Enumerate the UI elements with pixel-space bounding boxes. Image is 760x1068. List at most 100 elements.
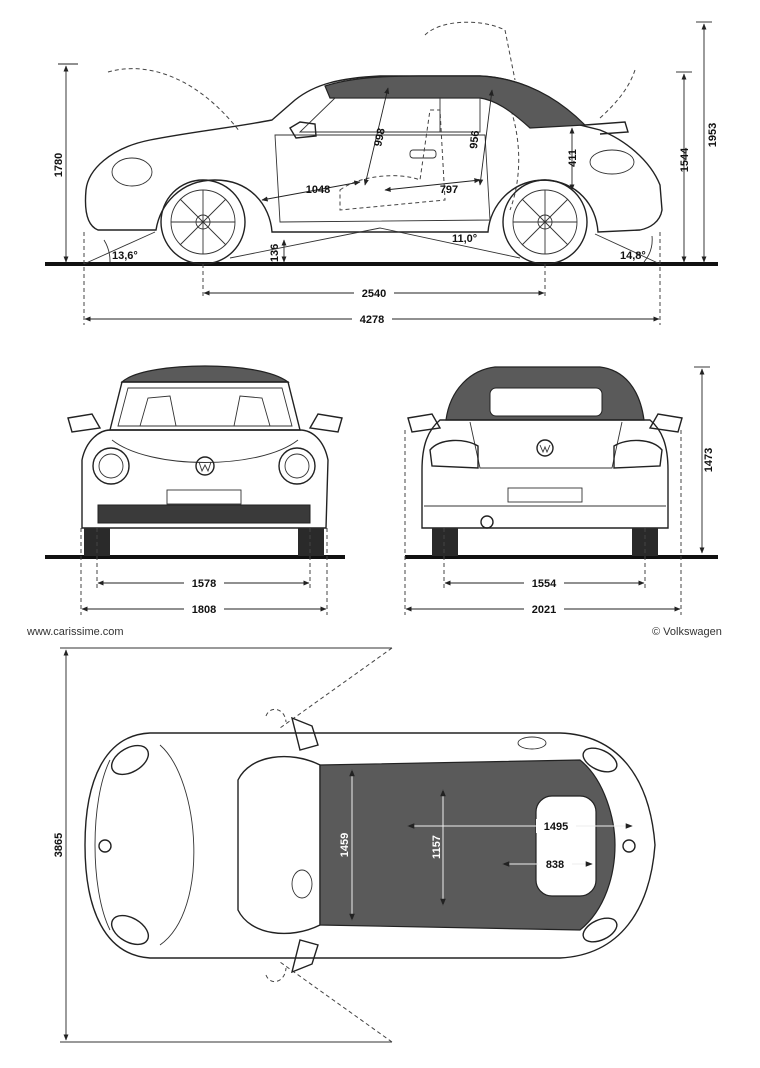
fuel-cap-top: [517, 736, 547, 750]
dim-width: 1808: [192, 604, 216, 616]
rear-tire-left: [432, 528, 458, 556]
dim-height-open: 1953: [707, 123, 719, 147]
dim-top-length: 3865: [53, 833, 65, 857]
open-trunk-outline: [599, 69, 636, 119]
front-seat-left: [139, 395, 177, 427]
open-door-outline: [499, 84, 520, 211]
dim-front-legroom: 1048: [306, 184, 330, 196]
label-bg: [524, 576, 564, 590]
open-door-arc-bottom: [279, 961, 393, 1043]
front-wheel: [160, 179, 246, 265]
approach-angle-arc: [103, 239, 111, 263]
rear-view: 1473 1554 2021: [404, 366, 718, 616]
side-view: 1780 1953 1544 998 956 1048 797 411 136 …: [45, 21, 719, 326]
car-body-front: [81, 429, 329, 529]
dim-ground-clearance: 136: [269, 244, 281, 262]
front-seat-right: [233, 395, 271, 427]
dim-rear-headroom: 956: [468, 130, 482, 150]
label-bg: [524, 602, 564, 616]
headlight-top-left: [110, 744, 150, 776]
mirror-top-left: [290, 716, 319, 751]
dim-length: 4278: [360, 314, 384, 326]
front-view: 1578 1808: [45, 365, 345, 616]
open-roof-outline: [424, 21, 516, 81]
taillight-top-left: [582, 747, 618, 773]
ramp-line-2: [379, 227, 521, 259]
windshield-frame: [109, 381, 301, 431]
front-grille: [97, 504, 311, 524]
soft-top-side: [324, 75, 587, 129]
dim-rear-height-value: 1473: [703, 448, 715, 472]
license-plate-rear: [507, 487, 583, 503]
vw-logo-icon: [195, 456, 215, 476]
trunk-lid: [469, 421, 623, 469]
taillight-side: [589, 149, 635, 175]
mirror-top-right: [290, 939, 319, 974]
open-hood-outline: [107, 68, 241, 133]
dim-rear-height: 1544: [679, 147, 691, 172]
label-bg: [352, 312, 392, 326]
departure-angle-line: [594, 233, 661, 265]
dim-width-mirrors: 2021: [532, 604, 556, 616]
dim-rear-legroom-line: [384, 178, 481, 192]
source-credit: www.carissime.com: [27, 626, 124, 638]
hood-line: [111, 439, 299, 463]
mirror-left: [67, 413, 102, 433]
headlight-left-inner: [98, 453, 124, 479]
car-body-rear: [421, 419, 669, 529]
rear-logo-top: [622, 839, 636, 853]
door-hinge-bottom: [265, 967, 287, 983]
dim-approach-angle: 13,6°: [112, 250, 138, 262]
vw-logo-icon: [536, 439, 554, 457]
dim-rear-legroom: 797: [440, 184, 458, 196]
taillight-left: [429, 439, 479, 469]
dim-departure-angle: 14,8°: [620, 250, 646, 262]
seat-outline: [339, 109, 446, 211]
approach-angle-line: [83, 231, 156, 265]
steering-wheel: [291, 869, 313, 899]
headlight-left: [92, 447, 130, 485]
mirror-side: [289, 121, 317, 139]
car-body-top: [84, 732, 656, 959]
vw-logo-icon: [98, 839, 112, 853]
label-bg: [184, 576, 224, 590]
label-bg: [184, 602, 224, 616]
taillight-top-right: [582, 917, 618, 943]
label-bg: [536, 819, 576, 833]
headlight-top-right: [110, 914, 150, 946]
dim-front-interior-width: 1459: [339, 833, 351, 857]
dim-front-headroom-line: [363, 87, 390, 186]
dim-front-track: 1578: [192, 578, 216, 590]
windshield: [117, 387, 293, 427]
label-bg: [538, 857, 572, 871]
taillight-right: [613, 439, 663, 469]
soft-top-front: [120, 365, 290, 383]
top-view: 3865 1459 1157 1495 838: [53, 647, 656, 1043]
rear-window: [489, 387, 603, 417]
headlight-side: [111, 157, 153, 187]
label-bg: [354, 286, 394, 300]
dim-rear-shoulder-width: 1495: [544, 821, 568, 833]
dim-trunk-width: 838: [546, 859, 564, 871]
door-hinge-top: [265, 708, 287, 723]
dim-trunk-height: 411: [567, 149, 579, 167]
windshield-top: [237, 755, 321, 935]
dim-front-legroom-line: [261, 180, 361, 202]
license-plate-front: [166, 489, 242, 505]
front-bumper-top: [94, 759, 111, 931]
car-body-side: [84, 75, 663, 233]
rear-mirror-left: [407, 413, 442, 433]
ramp-line-1: [229, 227, 381, 259]
dim-rear-headroom-line: [478, 89, 494, 186]
rear-mirror-right: [648, 413, 683, 433]
open-door-arc-top: [279, 647, 393, 729]
copyright-credit: © Volkswagen: [652, 626, 722, 638]
headlight-right-inner: [284, 453, 310, 479]
dim-rear-interior-width: 1157: [431, 835, 443, 859]
headlight-right: [278, 447, 316, 485]
side-window: [298, 97, 481, 133]
dim-front-headroom: 998: [372, 127, 388, 147]
dim-ramp-angle: 11,0°: [452, 233, 477, 245]
front-tire-right: [298, 528, 324, 556]
